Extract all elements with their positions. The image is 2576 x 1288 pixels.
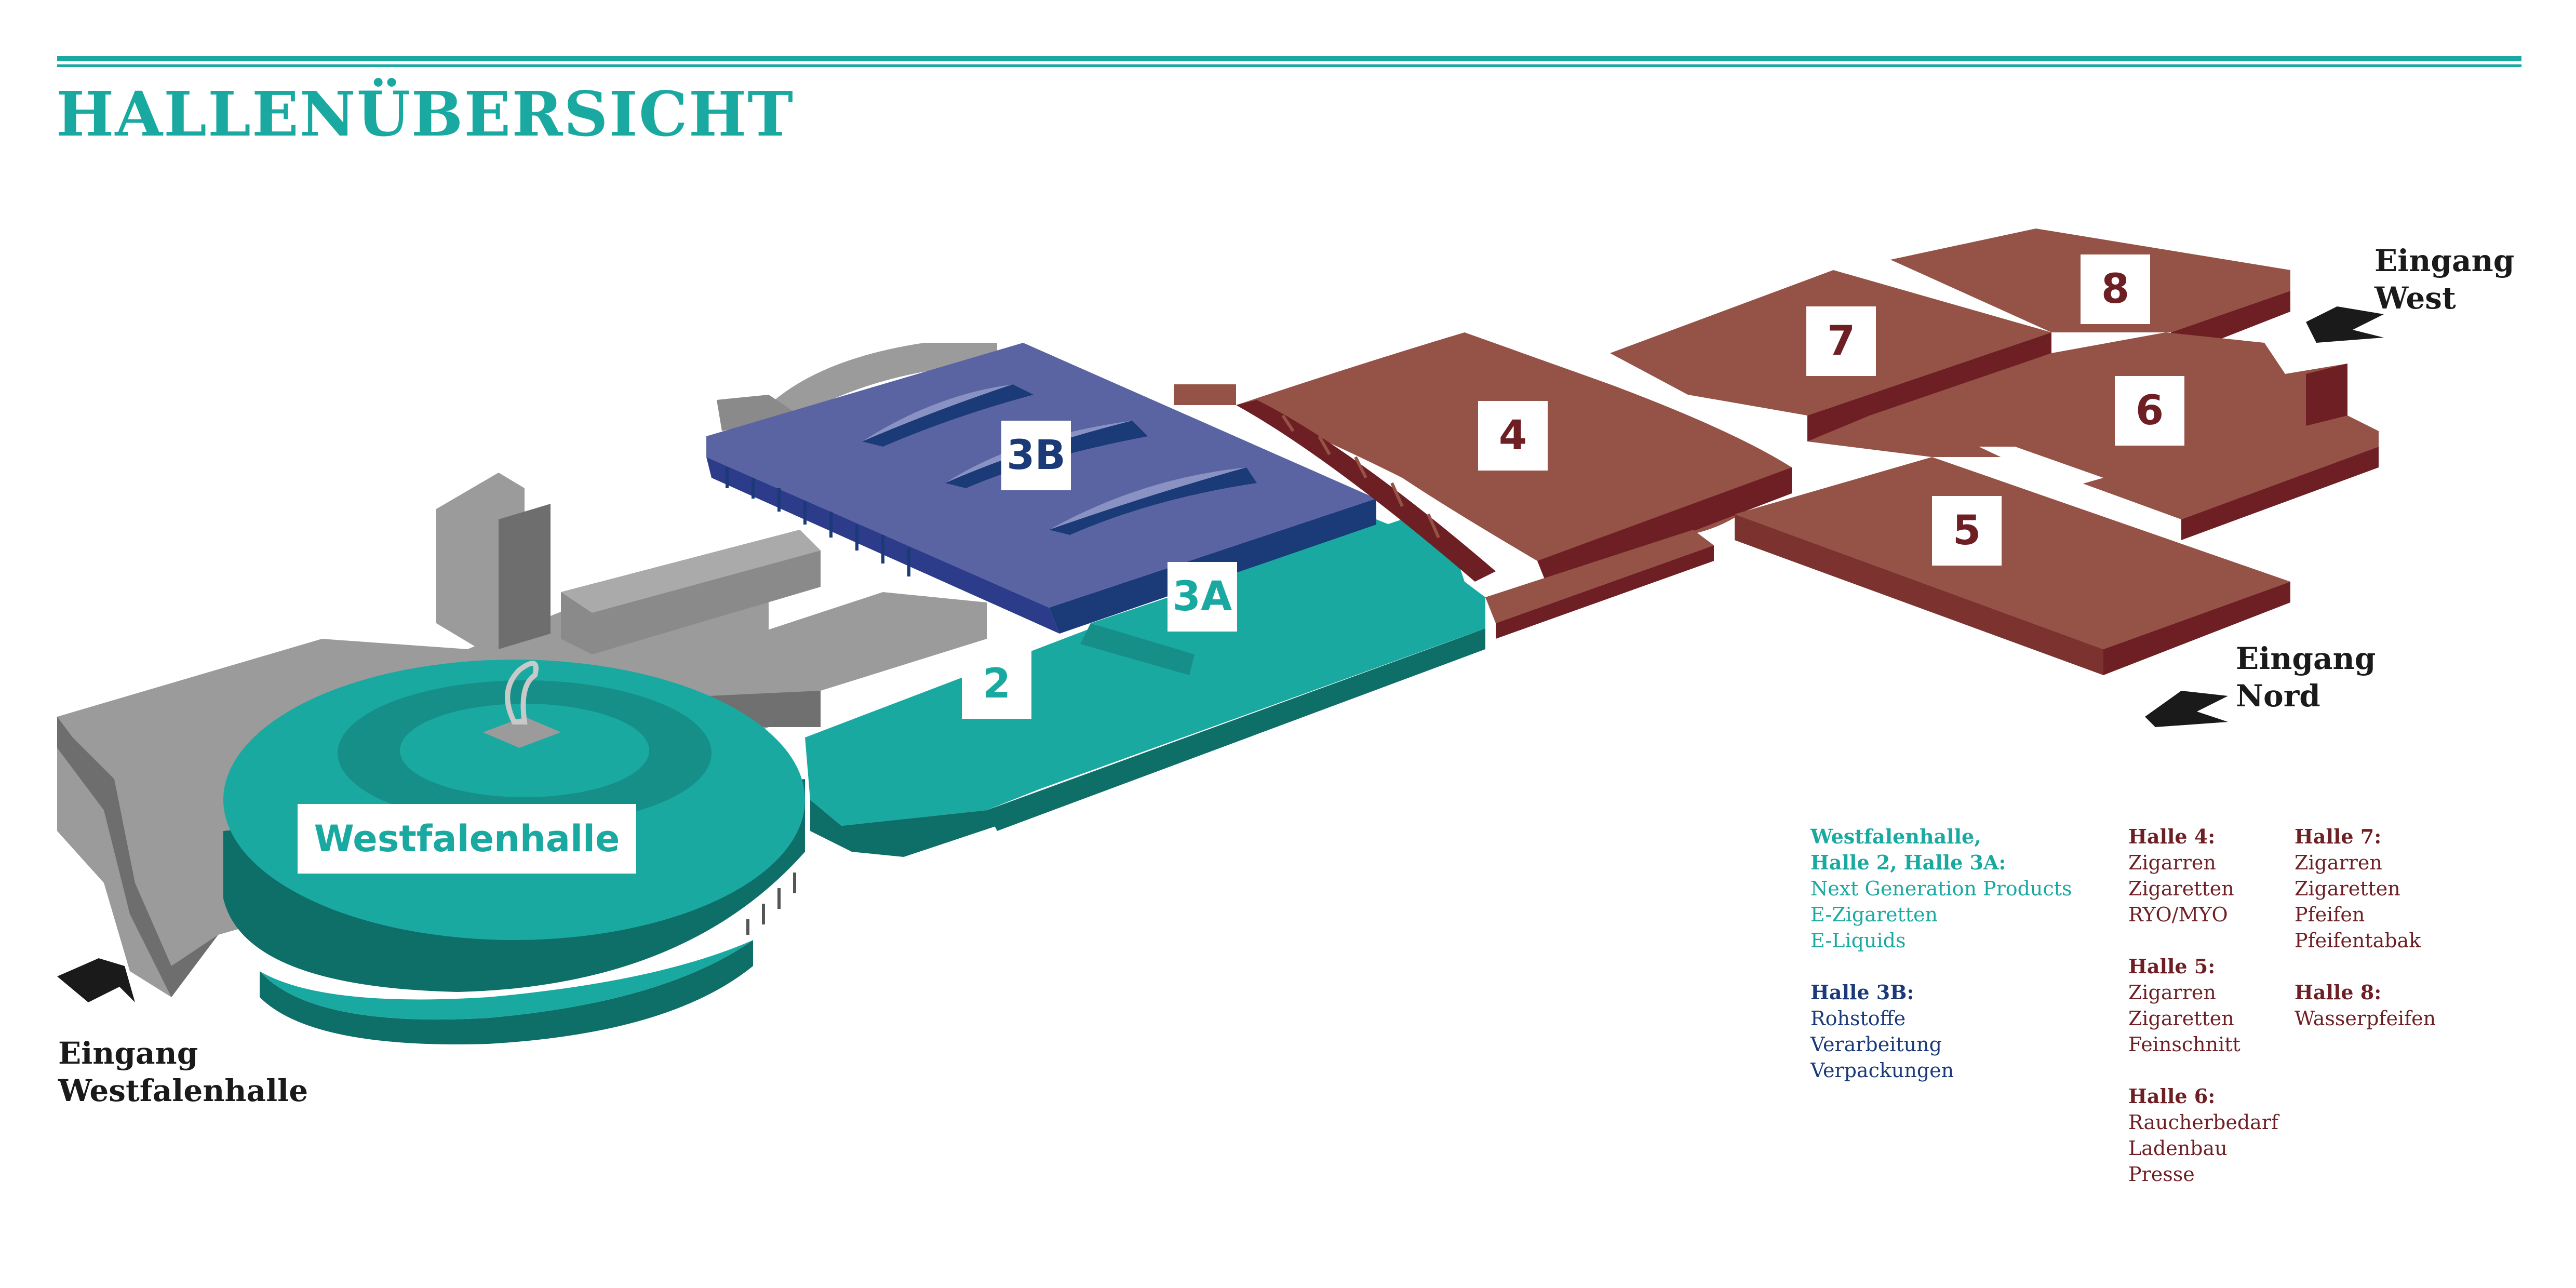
entrance-arrows xyxy=(57,306,2384,1002)
hall-label-westfalenhalle[interactable]: Westfalenhalle xyxy=(298,804,636,874)
legend-group-halle-6: Halle 6: Raucherbedarf Ladenbau Presse xyxy=(2128,1083,2295,1187)
entrance-label-westfalenhalle: Eingang Westfalenhalle xyxy=(58,1035,308,1109)
hall-label-2[interactable]: 2 xyxy=(962,649,1031,719)
hall-3b-skylight-1 xyxy=(862,384,1034,447)
westfalenhalle-lower-ring-top xyxy=(260,940,753,1020)
hall-6-roof xyxy=(1807,332,2379,519)
entrance-label-nord: Eingang Nord xyxy=(2236,640,2376,715)
legend-group-halle-5: Halle 5: Zigarren Zigaretten Feinschnitt xyxy=(2128,954,2295,1057)
arrow-west-icon xyxy=(2306,306,2384,343)
hall-3b-columns xyxy=(726,467,910,576)
hall-4-connector xyxy=(1174,384,1236,405)
logo-plinth xyxy=(483,717,561,748)
hall-6-front xyxy=(2181,447,2379,540)
hall-3b-skylight-3 xyxy=(1049,467,1257,535)
hall-4-walkway xyxy=(1485,530,1714,623)
legend-item: Zigaretten xyxy=(2295,877,2400,900)
legend-column-2: Halle 4: Zigarren Zigaretten RYO/MYO Hal… xyxy=(2128,824,2295,1213)
legend-item: Raucherbedarf xyxy=(2128,1111,2279,1134)
hall-label-4[interactable]: 4 xyxy=(1478,401,1548,471)
arrow-westfalenhalle-icon xyxy=(57,958,135,1002)
legend-column-3: Halle 7: Zigarren Zigaretten Pfeifen Pfe… xyxy=(2295,824,2523,1057)
hall-4-building xyxy=(1174,332,1792,639)
legend-item: Ladenbau xyxy=(2128,1137,2228,1160)
entrance-west-line-1: Eingang xyxy=(2374,243,2515,278)
legend-group-westfalen: Westfalenhalle, Halle 2, Halle 3A: Next … xyxy=(1810,824,2174,954)
logo-sculpture-icon xyxy=(505,661,539,725)
legend-item: Verpackungen xyxy=(1810,1059,1954,1082)
legend-item: E-Liquids xyxy=(1810,929,1906,952)
hall-6-building xyxy=(1807,332,2379,540)
legend-heading: Halle 3B: xyxy=(1810,981,1914,1004)
hall-2-side xyxy=(810,800,997,857)
legend-item: Zigaretten xyxy=(2128,1007,2234,1030)
legend-item: Zigarren xyxy=(2128,851,2216,874)
grey-arc-base xyxy=(717,395,800,431)
legend-item: Wasserpfeifen xyxy=(2295,1007,2436,1030)
legend-item: Zigarren xyxy=(2128,981,2216,1004)
legend-heading: Halle 6: xyxy=(2128,1084,2216,1108)
entrance-nord-line-1: Eingang xyxy=(2236,641,2376,676)
westfalenhalle-lower-ring xyxy=(260,940,753,1044)
legend-heading: Halle 8: xyxy=(2295,981,2382,1004)
legend-item: Pfeifen xyxy=(2295,903,2365,926)
hall-5-side xyxy=(1735,514,2103,675)
hall-2-front xyxy=(987,628,1485,831)
hall-4-front xyxy=(1537,467,1792,587)
legend-column-1: Westfalenhalle, Halle 2, Halle 3A: Next … xyxy=(1810,824,2174,1109)
entrance-west-line-2: West xyxy=(2374,280,2456,316)
legend-item: Rohstoffe xyxy=(1810,1007,1906,1030)
westfalenhalle-roof-inner xyxy=(400,704,649,797)
legend-heading: Westfalenhalle, xyxy=(1810,825,1981,848)
hall-4-stairs xyxy=(1236,400,1496,582)
hall-label-7[interactable]: 7 xyxy=(1806,306,1876,376)
hall-label-5[interactable]: 5 xyxy=(1932,496,2002,566)
legend-heading: Halle 7: xyxy=(2295,825,2382,848)
grey-arc-building xyxy=(769,343,997,415)
grey-ground-west-side xyxy=(57,717,218,997)
entrance-label-west: Eingang West xyxy=(2374,242,2514,317)
hall-6-courtyard xyxy=(1979,447,2103,488)
legend-heading: Halle 4: xyxy=(2128,825,2216,848)
hall-label-6[interactable]: 6 xyxy=(2115,376,2184,446)
entrance-nord-line-2: Nord xyxy=(2236,678,2320,714)
legend-heading: Halle 5: xyxy=(2128,955,2216,978)
hall-label-3a[interactable]: 3A xyxy=(1168,562,1237,632)
legend-item: Next Generation Products xyxy=(1810,877,2072,900)
entrance-westfalenhalle-line-1: Eingang xyxy=(58,1036,198,1071)
legend-item: RYO/MYO xyxy=(2128,903,2228,926)
hall-5-building xyxy=(1735,457,2290,675)
legend-item: Presse xyxy=(2128,1163,2195,1186)
legend-item: Feinschnitt xyxy=(2128,1033,2240,1056)
hall-5-roof xyxy=(1735,457,2290,649)
grey-wing-mid-top xyxy=(561,530,821,613)
header-rule xyxy=(57,56,2521,61)
hall-4-stair-lines xyxy=(1281,414,1440,539)
legend-group-3b: Halle 3B: Rohstoffe Verarbeitung Verpack… xyxy=(1810,980,2174,1083)
hall-label-3b[interactable]: 3B xyxy=(1001,421,1071,490)
legend-item: E-Zigaretten xyxy=(1810,903,1938,926)
hall-6-tower xyxy=(2306,364,2347,426)
legend-item: Pfeifentabak xyxy=(2295,929,2421,952)
legend-item: Zigarren xyxy=(2295,851,2382,874)
hall-5-front xyxy=(2103,582,2290,675)
legend-item: Verarbeitung xyxy=(1810,1033,1942,1056)
page-title: HALLENÜBERSICHT xyxy=(56,78,795,150)
legend-heading: Halle 2, Halle 3A: xyxy=(1810,851,2006,874)
arrow-nord-icon xyxy=(2145,691,2228,727)
legend-group-halle-7: Halle 7: Zigarren Zigaretten Pfeifen Pfe… xyxy=(2295,824,2523,954)
legend-item: Zigaretten xyxy=(2128,877,2234,900)
hall-label-8[interactable]: 8 xyxy=(2081,254,2150,324)
grey-tower-side xyxy=(499,504,551,649)
westfalenhalle-columns xyxy=(746,873,796,935)
legend-group-halle-4: Halle 4: Zigarren Zigaretten RYO/MYO xyxy=(2128,824,2295,928)
hall-7-front xyxy=(1807,332,2051,441)
hall-4-walkway-side xyxy=(1496,545,1714,639)
entrance-westfalenhalle-line-2: Westfalenhalle xyxy=(58,1073,308,1108)
legend-group-halle-8: Halle 8: Wasserpfeifen xyxy=(2295,980,2523,1031)
hall-3a-ridge xyxy=(1080,623,1195,675)
header-rule-thin xyxy=(57,64,2521,67)
